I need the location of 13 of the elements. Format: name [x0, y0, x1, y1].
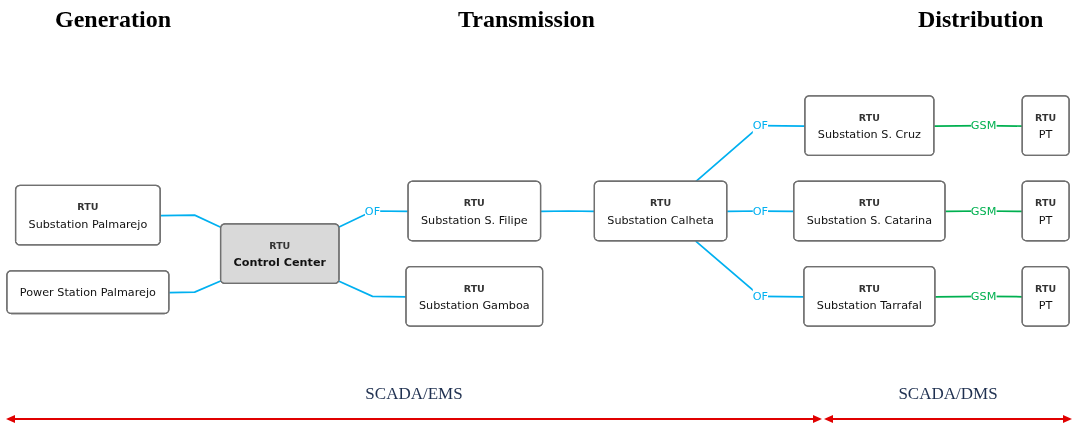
edge-label: GSM	[970, 204, 997, 218]
section-heading: Generation	[55, 6, 171, 33]
section-heading: Distribution	[918, 6, 1044, 33]
edge-label: GSM	[970, 289, 997, 303]
connector	[168, 279, 223, 294]
edge-label: OF	[752, 289, 768, 303]
section-heading: Transmission	[458, 6, 595, 33]
edge-label: OF	[752, 118, 768, 132]
range-label: SCADA/DMS	[897, 384, 999, 404]
edge-label: GSM	[970, 118, 997, 132]
range-label: SCADA/EMS	[364, 384, 464, 404]
edge-label: OF	[752, 204, 768, 218]
edge-label: OF	[364, 204, 381, 218]
